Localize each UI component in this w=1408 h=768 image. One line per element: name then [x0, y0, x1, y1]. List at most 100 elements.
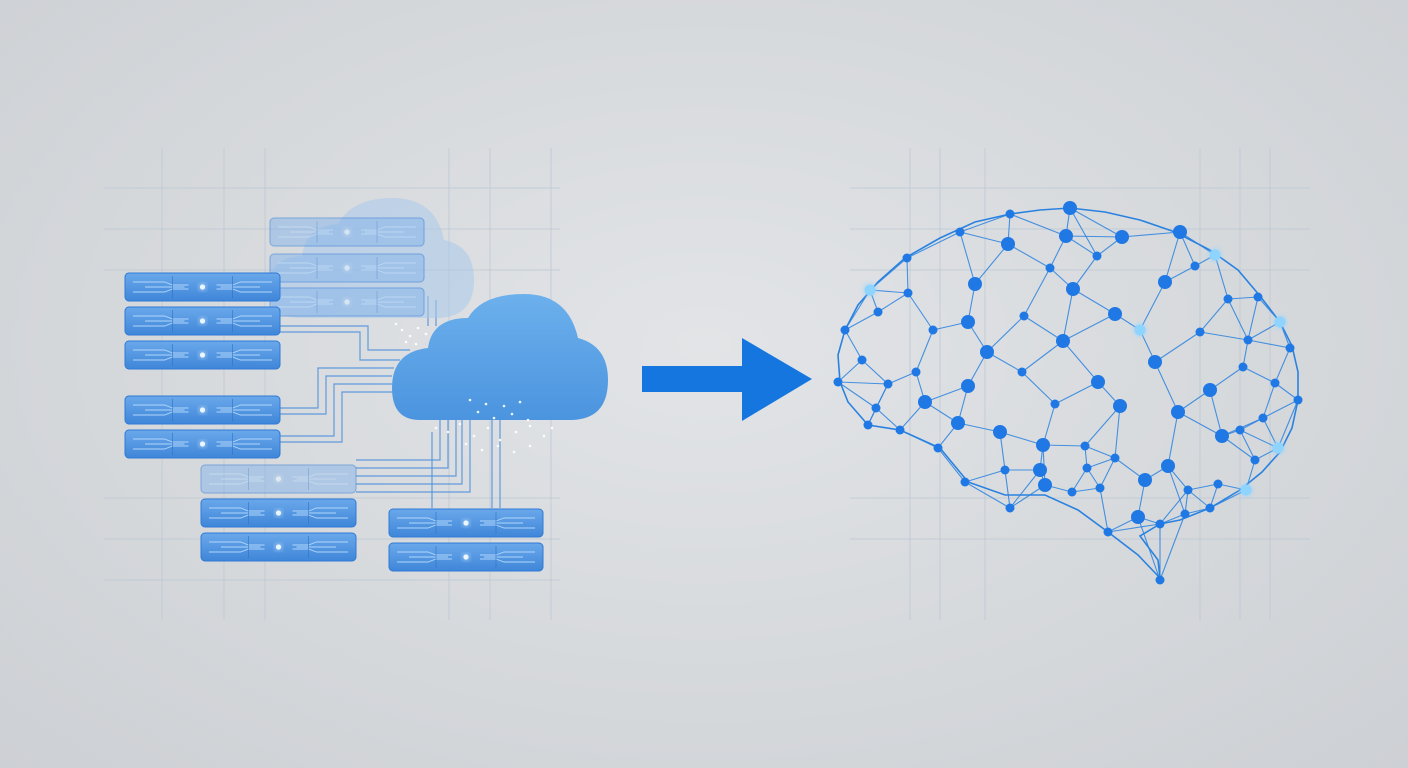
network-edge: [1072, 288, 1116, 315]
network-edge: [986, 315, 1025, 353]
network-edge: [959, 231, 1009, 245]
server-rack-icon: [200, 532, 357, 562]
network-edge: [1086, 457, 1116, 469]
data-particle: [484, 402, 488, 406]
data-wire: [280, 325, 410, 351]
circuit-trace: [361, 296, 416, 301]
network-node: [1108, 307, 1122, 321]
network-edge: [959, 231, 976, 285]
network-edge: [1159, 489, 1189, 525]
network-edge: [1242, 339, 1249, 368]
circuit-trace: [216, 281, 272, 286]
network-node: [1270, 378, 1280, 388]
circuit-trace: [361, 233, 416, 238]
network-edge: [1004, 469, 1011, 509]
circuit-trace: [278, 296, 333, 301]
network-edge: [844, 289, 871, 331]
network-node: [1066, 282, 1080, 296]
brain-outline: [837, 207, 1299, 581]
circuit-trace: [480, 524, 535, 529]
network-edge: [1107, 523, 1161, 533]
server-led: [199, 441, 206, 447]
data-particle: [476, 410, 480, 414]
network-edge: [844, 311, 879, 331]
network-edge: [924, 385, 969, 403]
circuit-trace: [480, 558, 535, 563]
data-wire: [356, 420, 449, 469]
network-edge: [1099, 487, 1109, 533]
circuit-trace: [216, 322, 272, 327]
network-edge: [1154, 361, 1179, 413]
network-edge: [1042, 403, 1056, 446]
circuit-trace: [209, 480, 265, 485]
circuit-trace: [216, 349, 272, 354]
server-rack-icon: [124, 306, 281, 336]
network-node: [911, 367, 921, 377]
data-particle: [514, 430, 518, 434]
network-node: [1203, 383, 1217, 397]
network-edge: [1177, 411, 1223, 437]
network-edge: [837, 381, 877, 409]
data-particle: [498, 438, 502, 442]
circuit-trace: [361, 303, 416, 308]
network-node: [871, 403, 881, 413]
network-node: [1092, 251, 1102, 261]
circuit-trace: [292, 514, 348, 519]
network-node: [833, 377, 843, 387]
network-node: [955, 227, 965, 237]
server-rack-icon: [200, 464, 357, 494]
network-node: [1250, 455, 1260, 465]
server-led: [199, 352, 206, 358]
circuit-trace: [292, 473, 348, 478]
network-node: [1110, 453, 1120, 463]
circuit-trace: [278, 303, 333, 308]
circuit-trace: [209, 507, 265, 512]
network-edge: [1239, 429, 1279, 449]
network-edge: [1154, 331, 1201, 363]
network-node: [1148, 355, 1162, 369]
circuit-trace: [133, 356, 189, 361]
circuit-trace: [209, 541, 265, 546]
circuit-trace: [133, 315, 189, 320]
network-node: [1103, 527, 1113, 537]
data-particle: [468, 398, 472, 402]
network-edge: [1054, 381, 1099, 405]
circuit-trace: [133, 281, 189, 286]
circuit-trace: [278, 226, 333, 231]
network-node: [1080, 441, 1090, 451]
data-particle: [518, 400, 522, 404]
network-edge: [837, 359, 863, 383]
data-wire: [356, 420, 463, 485]
network-node: [1005, 209, 1015, 219]
network-edge: [1187, 489, 1211, 509]
network-edge: [1062, 313, 1116, 342]
network-node: [883, 379, 893, 389]
network-edge: [1114, 405, 1121, 459]
server-rack-icon: [269, 253, 425, 283]
network-edge: [1062, 288, 1074, 342]
network-edge: [867, 424, 901, 431]
data-particle: [480, 448, 484, 452]
network-edge: [1009, 213, 1067, 237]
circuit-trace: [133, 411, 189, 416]
data-particle: [512, 450, 516, 454]
server-led: [199, 318, 206, 324]
circuit-trace: [133, 445, 189, 450]
network-node: [1113, 399, 1127, 413]
server-racks: [124, 217, 544, 572]
network-node: [895, 425, 905, 435]
circuit-trace: [397, 524, 452, 529]
data-particle: [424, 332, 428, 336]
network-edge: [837, 381, 889, 385]
data-particle: [414, 342, 418, 346]
network-node: [1205, 503, 1215, 513]
circuit-trace: [480, 551, 535, 556]
circuit-trace: [278, 233, 333, 238]
network-edge: [861, 359, 889, 385]
circuit-trace: [216, 445, 272, 450]
data-particle: [542, 434, 546, 438]
data-particle: [408, 334, 412, 338]
network-node: [1045, 263, 1055, 273]
circuit-trace: [209, 473, 265, 478]
